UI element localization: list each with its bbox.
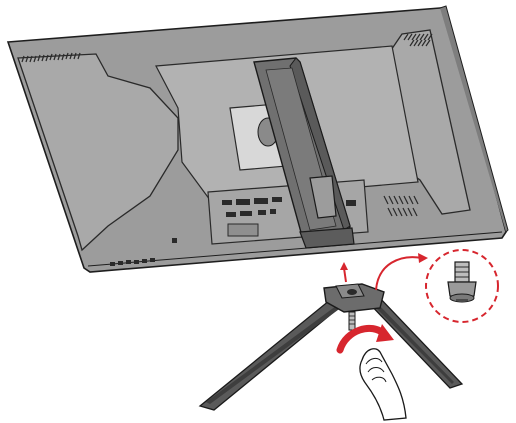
- lift-arrow-icon: [340, 262, 348, 282]
- monitor-back-icon: [8, 6, 508, 272]
- hand-icon: [360, 349, 406, 420]
- callout-arrow-icon: [376, 253, 428, 290]
- rotation-arrow-icon: [340, 324, 394, 350]
- thumbscrew-callout: [426, 250, 498, 322]
- stand-base-icon: [200, 284, 462, 410]
